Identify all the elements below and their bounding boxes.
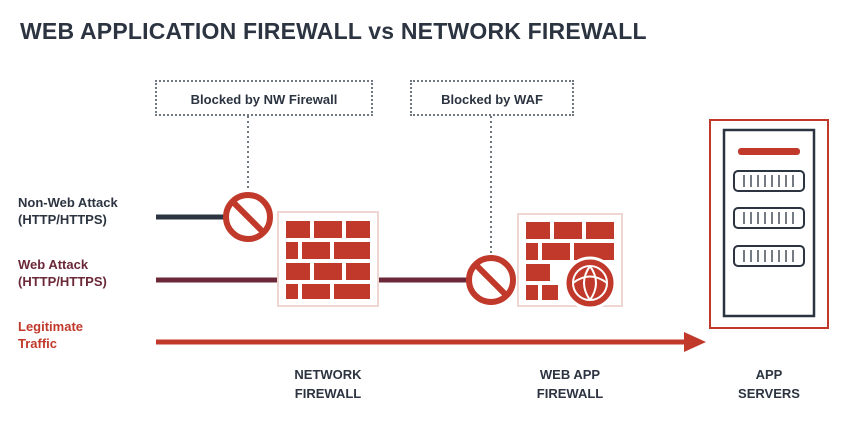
network-firewall-caption: NETWORK FIREWALL bbox=[268, 365, 388, 403]
server-bay-1 bbox=[733, 170, 805, 192]
non-web-attack-label: Non-Web Attack (HTTP/HTTPS) bbox=[18, 194, 118, 228]
waf-caption-line1: WEB APP bbox=[539, 367, 601, 382]
non-web-attack-line1: Non-Web Attack bbox=[18, 195, 118, 210]
waf-block-icon bbox=[466, 255, 516, 305]
nw-block-icon bbox=[223, 192, 273, 242]
web-attack-label: Web Attack (HTTP/HTTPS) bbox=[18, 256, 107, 290]
app-servers-caption-line1: APP bbox=[755, 367, 783, 382]
network-firewall-caption-line2: FIREWALL bbox=[294, 386, 362, 401]
waf-caption-line2: FIREWALL bbox=[536, 386, 604, 401]
legitimate-traffic-label: Legitimate Traffic bbox=[18, 318, 83, 352]
page-title: WEB APPLICATION FIREWALL vs NETWORK FIRE… bbox=[20, 18, 647, 44]
server-bay-3 bbox=[733, 245, 805, 267]
network-firewall-icon bbox=[277, 211, 379, 307]
server-bay-2 bbox=[733, 207, 805, 229]
web-attack-line1: Web Attack bbox=[18, 257, 89, 272]
waf-callout: Blocked by WAF bbox=[410, 80, 574, 116]
waf-caption: WEB APP FIREWALL bbox=[508, 365, 632, 403]
app-servers-caption: APP SERVERS bbox=[709, 365, 829, 403]
web-attack-line2: (HTTP/HTTPS) bbox=[18, 274, 107, 289]
legitimate-traffic-line2: Traffic bbox=[18, 336, 58, 351]
legitimate-traffic-arrowhead bbox=[684, 332, 706, 352]
nw-firewall-callout: Blocked by NW Firewall bbox=[155, 80, 373, 116]
app-servers-caption-line2: SERVERS bbox=[738, 386, 800, 401]
network-firewall-caption-line1: NETWORK bbox=[294, 367, 362, 382]
waf-icon bbox=[517, 213, 623, 310]
non-web-attack-line2: (HTTP/HTTPS) bbox=[18, 212, 107, 227]
app-server-icon bbox=[709, 119, 829, 329]
legitimate-traffic-line1: Legitimate bbox=[18, 319, 84, 334]
